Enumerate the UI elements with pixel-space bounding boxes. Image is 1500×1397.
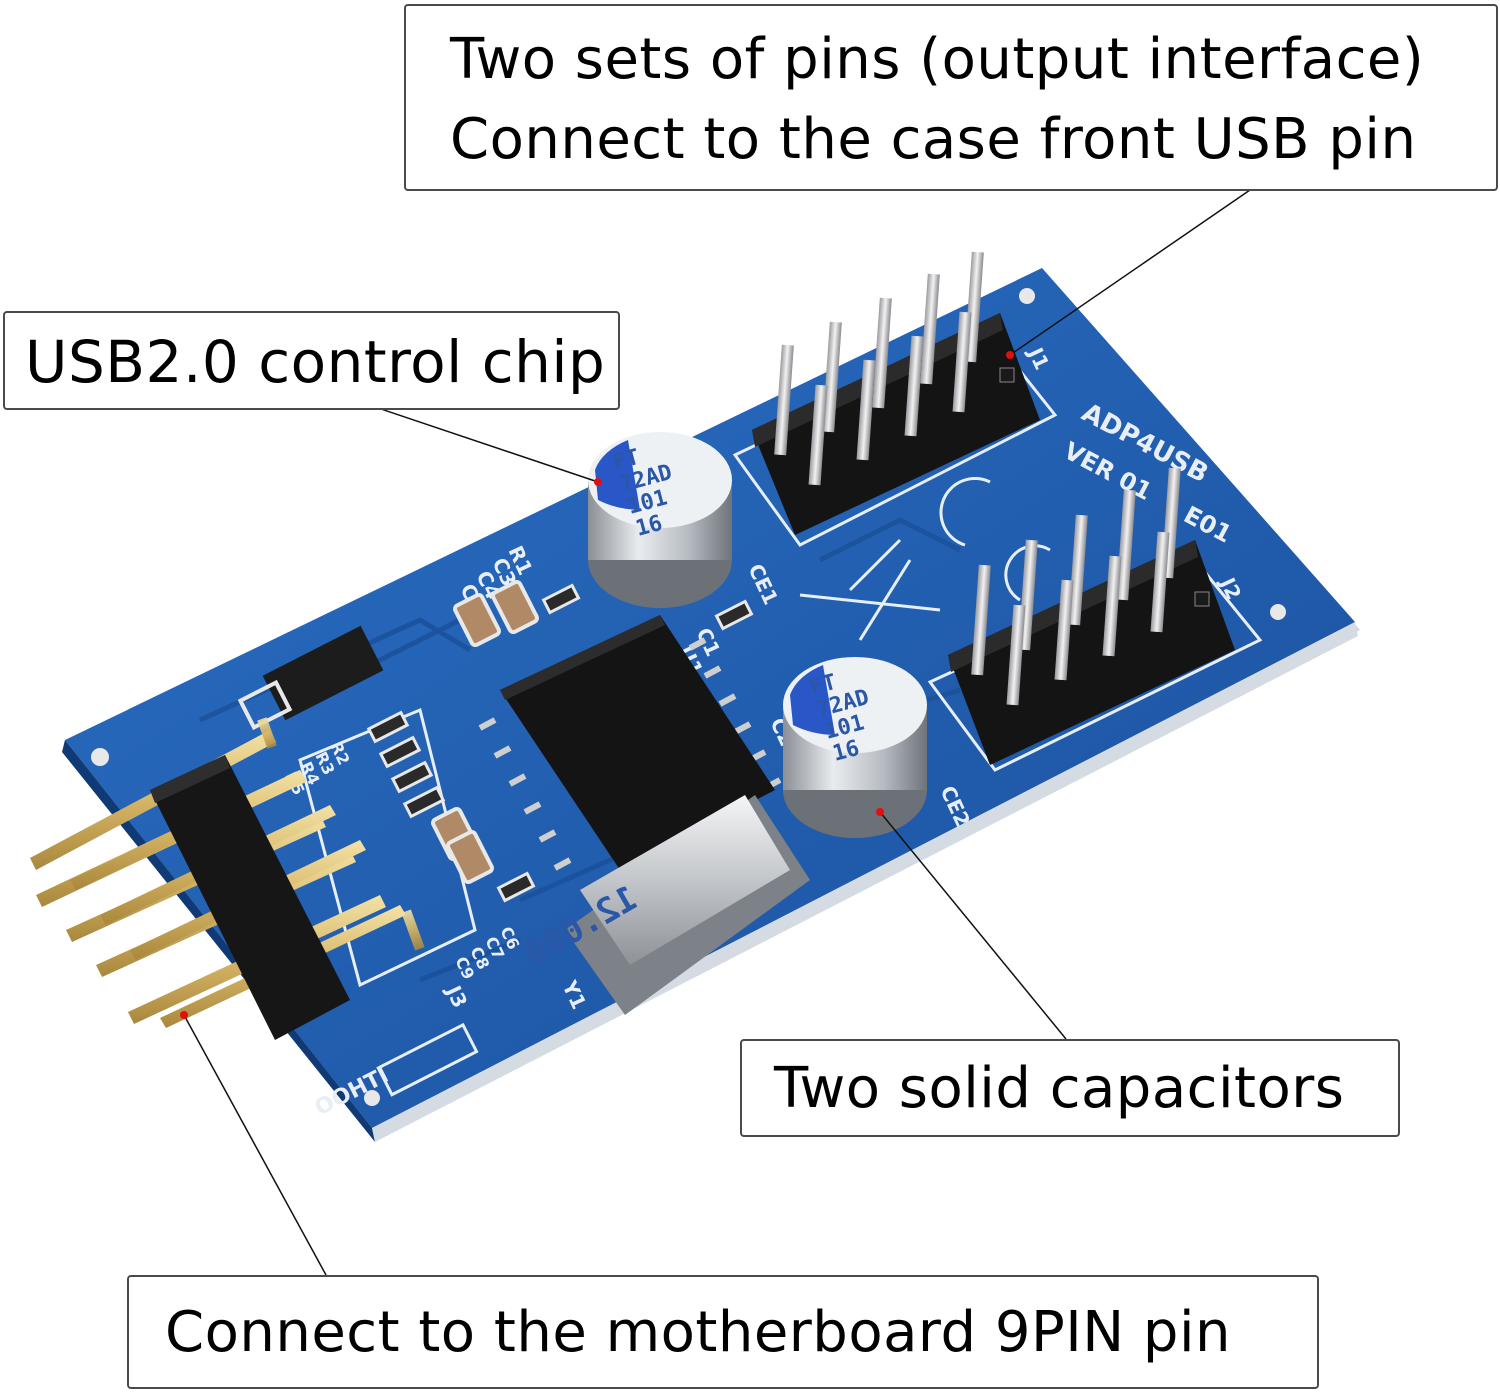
smd-components — [237, 579, 754, 903]
callout-control-chip-text: USB2.0 control chip — [25, 328, 606, 396]
marker-motherboard — [180, 1011, 188, 1019]
callout-capacitors: Two solid capacitors — [740, 1039, 1400, 1137]
marker-capacitors — [876, 808, 884, 816]
header-j1 — [752, 251, 1040, 535]
callout-output-pins-line2: Connect to the case front USB pin — [450, 107, 1417, 172]
callout-markers — [180, 351, 1014, 1019]
callout-motherboard: Connect to the motherboard 9PIN pin — [127, 1275, 1319, 1389]
header-j3 — [30, 717, 425, 1040]
usb-control-chip — [478, 615, 782, 871]
callout-motherboard-text: Connect to the motherboard 9PIN pin — [165, 1300, 1232, 1365]
marker-output-pins — [1006, 351, 1014, 359]
callout-capacitors-text: Two solid capacitors — [774, 1056, 1345, 1121]
callout-control-chip: USB2.0 control chip — [3, 311, 620, 410]
capacitor-ce2: FT 72AD 101 16 — [783, 657, 927, 838]
capacitor-ce1: FT 72AD 101 16 — [588, 432, 732, 608]
callout-output-pins-line1: Two sets of pins (output interface) — [450, 27, 1425, 92]
marker-control-chip — [594, 478, 602, 486]
callout-leaders — [183, 189, 1251, 1276]
header-j2 — [948, 467, 1235, 765]
callout-output-pins: Two sets of pins (output interface) Conn… — [404, 4, 1498, 191]
